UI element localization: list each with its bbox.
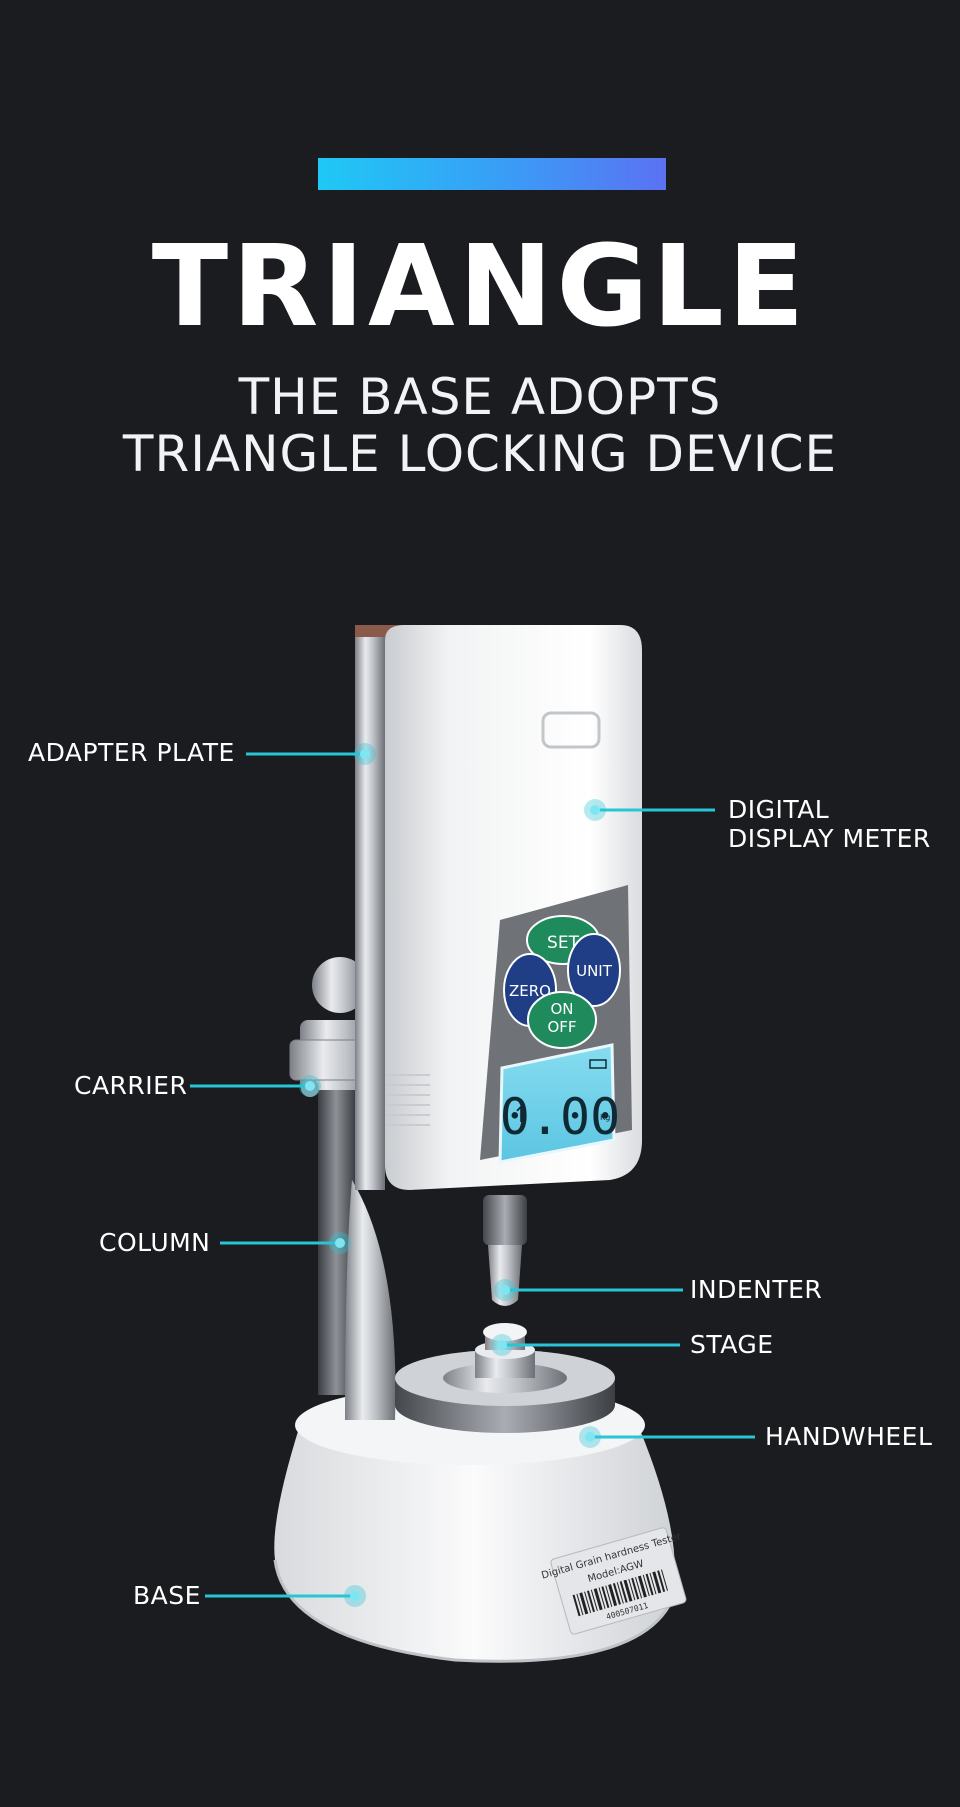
meter-slot (541, 711, 601, 749)
dot-column-core (335, 1238, 345, 1248)
arrow-up-icon: ↑ (512, 1103, 530, 1128)
zero-button-label: ZERO (509, 982, 551, 1000)
set-button-label: SET (547, 933, 580, 953)
on-off-button[interactable] (527, 991, 597, 1049)
callout-dots (299, 743, 606, 1607)
label-plate: Digital Grain hardness Tester Model:AGW … (540, 1527, 687, 1635)
unit-button-label: UNIT (576, 962, 613, 980)
lcd-unit: Kg (600, 1113, 610, 1122)
callout-handwheel: HANDWHEEL (765, 1422, 933, 1451)
unit-button[interactable] (567, 933, 621, 1007)
callout-digital-display-line-2: DISPLAY METER (728, 824, 931, 853)
barcode-icon (572, 1569, 669, 1617)
callout-carrier: CARRIER (74, 1071, 188, 1100)
dot-indenter-core (500, 1285, 510, 1295)
page-title: TRIANGLE (151, 222, 809, 352)
dot-digital-display-core (590, 805, 600, 815)
digital-meter: SET ZERO UNIT ON OFF ↑ 0.00 Kg (385, 625, 642, 1190)
subtitle-line-1: THE BASE ADOPTS (238, 368, 722, 426)
column (318, 1050, 396, 1420)
callout-base: BASE (133, 1581, 201, 1610)
on-off-label-2: OFF (547, 1018, 576, 1036)
subtitle-line-2: TRIANGLE LOCKING DEVICE (122, 425, 838, 483)
callout-indenter: INDENTER (690, 1275, 823, 1304)
indenter (483, 1195, 527, 1306)
dot-adapter-plate-core (360, 749, 370, 759)
callout-column: COLUMN (99, 1228, 211, 1257)
battery-icon (589, 1059, 607, 1069)
accent-bar (318, 158, 666, 190)
grip-ribs (385, 1074, 430, 1126)
dot-carrier-core (305, 1081, 315, 1091)
lcd-value: 0.00 (500, 1088, 620, 1146)
lcd-display (498, 1043, 616, 1164)
dot-base-core (350, 1591, 360, 1601)
dot-stage-core (497, 1340, 507, 1350)
callout-lines (190, 752, 755, 1598)
callout-digital-display-line-1: DIGITAL (728, 795, 830, 824)
callout-adapter-plate: ADAPTER PLATE (28, 738, 235, 767)
callout-stage: STAGE (690, 1330, 774, 1359)
dot-handwheel-core (585, 1432, 595, 1442)
on-off-label-1: ON (550, 1000, 573, 1018)
